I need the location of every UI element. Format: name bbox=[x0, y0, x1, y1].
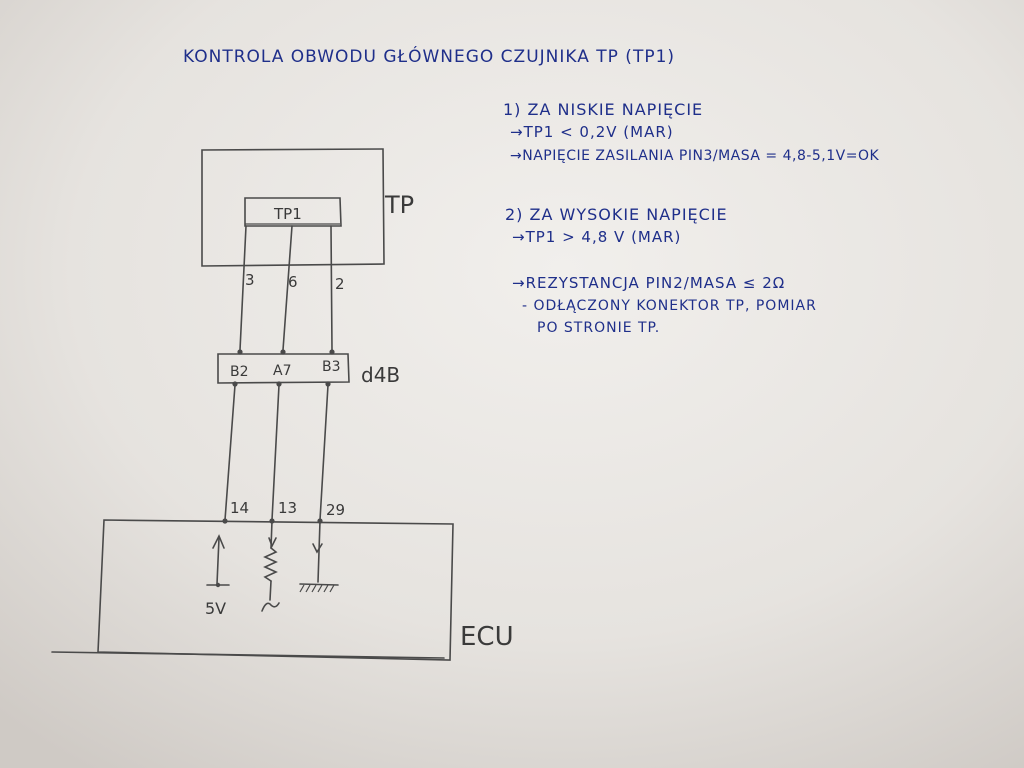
tp1-label: TP1 bbox=[273, 205, 302, 223]
ecu-label: ECU bbox=[460, 622, 514, 652]
resistor-icon bbox=[261, 520, 280, 612]
wires-lower bbox=[224, 384, 329, 521]
connector-d4b: B2 A7 B3 d4B bbox=[217, 349, 400, 387]
tp-pin-2: 2 bbox=[335, 275, 345, 293]
tp1-inner-box bbox=[244, 197, 342, 227]
diagram-title: KONTROLA OBWODU GŁÓWNEGO CZUJNIKA TP (TP… bbox=[183, 45, 675, 67]
note-3-detail-a: - ODŁĄCZONY KONEKTOR TP, POMIAR bbox=[522, 298, 817, 314]
note-2-detail: →TP1 > 4,8 V (MAR) bbox=[512, 228, 681, 246]
ground-icon bbox=[299, 520, 339, 593]
ecu-box: ECU 14 13 29 5V bbox=[51, 499, 514, 661]
connector-label: d4B bbox=[361, 363, 400, 387]
ecu-pin-14: 14 bbox=[230, 499, 249, 517]
connector-pin-a7: A7 bbox=[273, 363, 291, 379]
ecu-pin-29: 29 bbox=[326, 501, 345, 519]
tp-pin-3: 3 bbox=[245, 271, 255, 289]
note-1-heading: 1) ZA NISKIE NAPIĘCIE bbox=[503, 100, 703, 119]
supply-voltage-label: 5V bbox=[205, 599, 226, 618]
notes-block: 1) ZA NISKIE NAPIĘCIE →TP1 < 0,2V (MAR) … bbox=[503, 100, 879, 336]
note-3-heading: →REZYSTANCJA PIN2/MASA ≤ 2Ω bbox=[512, 274, 785, 292]
tp-label: TP bbox=[384, 191, 414, 219]
ecu-pin-13: 13 bbox=[278, 499, 297, 517]
note-3-detail-b: PO STRONIE TP. bbox=[537, 320, 660, 336]
tp-pin-6: 6 bbox=[288, 273, 298, 291]
tp-sensor-box: TP TP1 3 6 2 bbox=[201, 148, 414, 293]
connector-pin-b3: B3 bbox=[322, 359, 341, 375]
note-1-detail-b: →NAPIĘCIE ZASILANIA PIN3/MASA = 4,8-5,1V… bbox=[510, 148, 879, 164]
supply-arrow-icon bbox=[206, 534, 230, 588]
wires-upper bbox=[239, 225, 333, 351]
note-1-detail-a: →TP1 < 0,2V (MAR) bbox=[510, 123, 674, 141]
note-2-heading: 2) ZA WYSOKIE NAPIĘCIE bbox=[505, 205, 728, 224]
connector-pin-b2: B2 bbox=[230, 364, 249, 380]
